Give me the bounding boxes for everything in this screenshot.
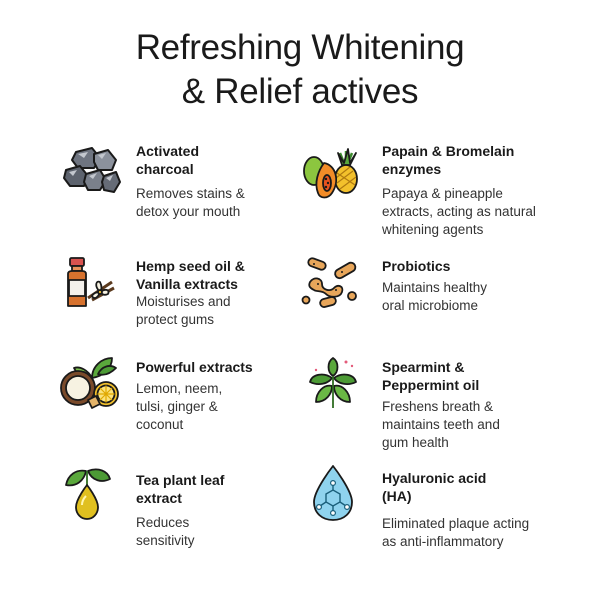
active-name: Hyaluronic acid (HA) — [382, 469, 529, 505]
desc-line: gum health — [382, 435, 449, 450]
name-line: Activated — [136, 143, 200, 159]
desc-line: Eliminated plaque acting — [382, 516, 530, 531]
desc-line: whitening agents — [382, 222, 484, 237]
oil-bottle-vanilla-icon — [58, 252, 120, 314]
name-line: Probiotics — [382, 258, 451, 274]
name-line: Spearmint & — [382, 359, 465, 375]
name-line: charcoal — [136, 161, 194, 177]
active-description: Lemon, neem, tulsi, ginger & coconut — [136, 380, 253, 434]
charcoal-icon — [60, 140, 122, 202]
desc-line: tulsi, ginger & — [136, 399, 218, 414]
active-name: Papain & Bromelain enzymes — [382, 142, 536, 178]
papaya-pineapple-icon — [300, 145, 362, 207]
page-title: Refreshing Whitening & Relief actives — [0, 26, 600, 114]
mint-leaves-icon — [302, 352, 364, 414]
desc-line: Papaya & pineapple — [382, 186, 503, 201]
title-line-1: Refreshing Whitening — [135, 28, 465, 67]
probiotics-icon — [300, 252, 362, 314]
desc-line: Reduces — [136, 515, 190, 530]
desc-line: maintains teeth and — [382, 417, 500, 432]
active-name: Powerful extracts — [136, 358, 253, 376]
active-name: Spearmint & Peppermint oil — [382, 358, 500, 394]
active-description: Eliminated plaque acting as anti-inflamm… — [382, 515, 529, 551]
desc-line: Lemon, neem, — [136, 381, 223, 396]
title-line-2: & Relief actives — [181, 72, 419, 111]
name-line: Vanilla extracts — [136, 276, 238, 292]
name-line: Hemp seed oil & — [136, 258, 245, 274]
desc-line: Removes stains & — [136, 186, 245, 201]
desc-line: Freshens breath & — [382, 399, 494, 414]
name-line: extract — [136, 490, 182, 506]
name-line: enzymes — [382, 161, 442, 177]
active-description: Papaya & pineapple extracts, acting as n… — [382, 185, 536, 239]
name-line: Tea plant leaf — [136, 472, 225, 488]
desc-line: extracts, acting as natural — [382, 204, 536, 219]
desc-line: coconut — [136, 417, 184, 432]
coconut-lemon-herbs-icon — [58, 350, 120, 412]
name-line: Hyaluronic acid — [382, 470, 487, 486]
desc-line: oral microbiome — [382, 298, 479, 313]
name-line: Peppermint oil — [382, 377, 480, 393]
tea-leaf-drop-icon — [56, 463, 118, 525]
active-description: Reduces sensitivity — [136, 514, 224, 550]
name-line: (HA) — [382, 488, 412, 504]
name-line: Powerful extracts — [136, 359, 253, 375]
desc-line: sensitivity — [136, 533, 195, 548]
active-name: Tea plant leaf extract — [136, 471, 224, 507]
desc-line: detox your mouth — [136, 204, 241, 219]
desc-line: Moisturises and — [136, 294, 231, 309]
desc-line: protect gums — [136, 312, 215, 327]
name-line: Papain & Bromelain — [382, 143, 515, 159]
active-name: Hemp seed oil & Vanilla extracts — [136, 257, 245, 293]
desc-line: as anti-inflammatory — [382, 534, 504, 549]
active-description: Maintains healthy oral microbiome — [382, 279, 487, 315]
active-name: Probiotics — [382, 257, 487, 275]
active-description: Freshens breath & maintains teeth and gu… — [382, 398, 500, 452]
active-name: Activated charcoal — [136, 142, 245, 178]
desc-line: Maintains healthy — [382, 280, 488, 295]
hyaluronic-drop-icon — [302, 462, 364, 524]
active-description: Removes stains & detox your mouth — [136, 185, 245, 221]
active-description: Moisturises and protect gums — [136, 293, 245, 329]
